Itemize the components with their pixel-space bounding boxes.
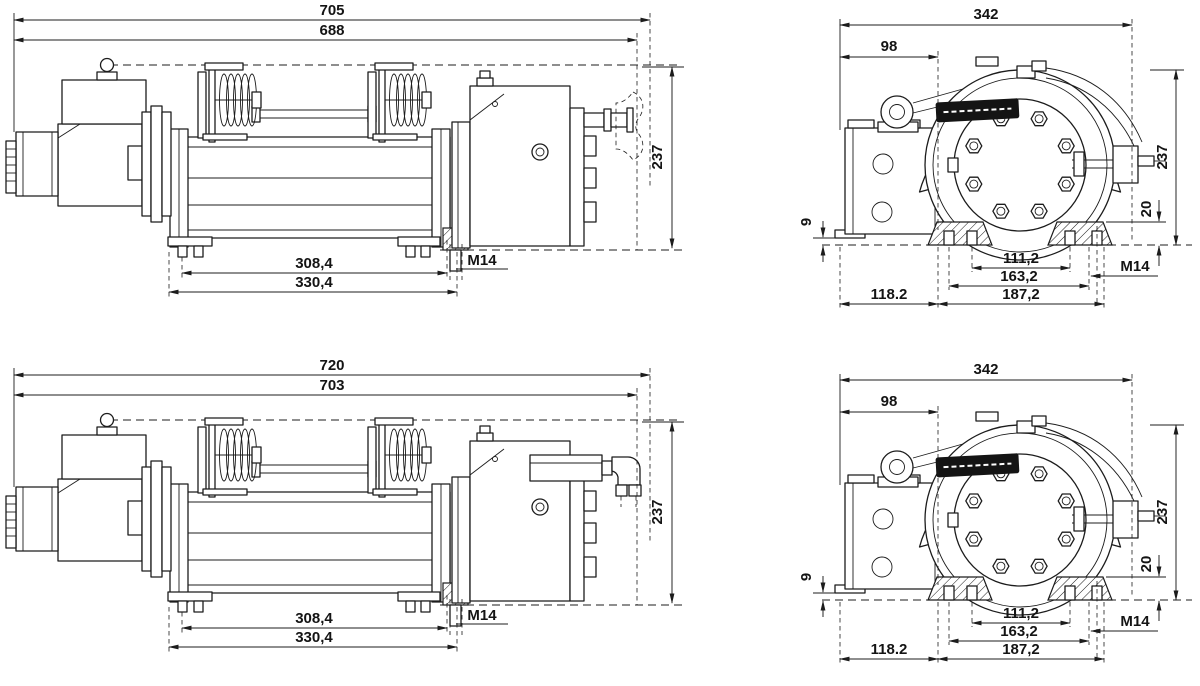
dim-overall-length: 705	[319, 2, 344, 19]
dim-motor-offset: 98	[881, 38, 898, 55]
dim-stud-span-outer: 187,2	[1002, 641, 1040, 658]
thread-callout: M14	[1120, 613, 1150, 630]
dim-base-offset: 9	[798, 218, 815, 226]
dim-mount-span-inner: 308,4	[295, 255, 333, 272]
view-end-bottom: 342 98 237 20 9 111,2 163,2 187,2 118.2 …	[798, 361, 1192, 664]
thread-callout: M14	[467, 607, 497, 624]
dim-side-offset: 118.2	[871, 286, 908, 303]
dim-stud-span-mid: 163,2	[1000, 623, 1038, 640]
dim-height: 237	[1154, 144, 1171, 169]
dim-height: 237	[649, 499, 666, 524]
thread-callout: M14	[1120, 258, 1150, 275]
dim-stud-span-inner: 111,2	[1003, 250, 1039, 267]
dim-foot-height: 20	[1138, 201, 1155, 218]
dim-overall-width: 342	[973, 361, 998, 378]
dim-height: 237	[1154, 499, 1171, 524]
view-side-bottom: 720 703 237 308,4 330,4 M14	[6, 357, 686, 652]
view-end-top: 342 98 237 20 9 111,2 163,2 187,2 118.2 …	[798, 6, 1192, 309]
view-side-top: 705 688 237 308,4 330,4 M14	[6, 2, 686, 297]
dim-frame-length: 703	[319, 377, 344, 394]
thread-callout: M14	[467, 252, 497, 269]
dim-foot-height: 20	[1138, 556, 1155, 573]
dim-stud-span-outer: 187,2	[1002, 286, 1040, 303]
dim-mount-span-outer: 330,4	[295, 274, 333, 291]
dim-frame-length: 688	[319, 22, 344, 39]
dim-mount-span-outer: 330,4	[295, 629, 333, 646]
dim-overall-width: 342	[973, 6, 998, 23]
dim-overall-length: 720	[319, 357, 344, 374]
dim-stud-span-inner: 111,2	[1003, 605, 1039, 622]
dim-stud-span-mid: 163,2	[1000, 268, 1038, 285]
dim-base-offset: 9	[798, 573, 815, 581]
dim-side-offset: 118.2	[871, 641, 908, 658]
dim-height: 237	[649, 144, 666, 169]
dim-motor-offset: 98	[881, 393, 898, 410]
dim-mount-span-inner: 308,4	[295, 610, 333, 627]
